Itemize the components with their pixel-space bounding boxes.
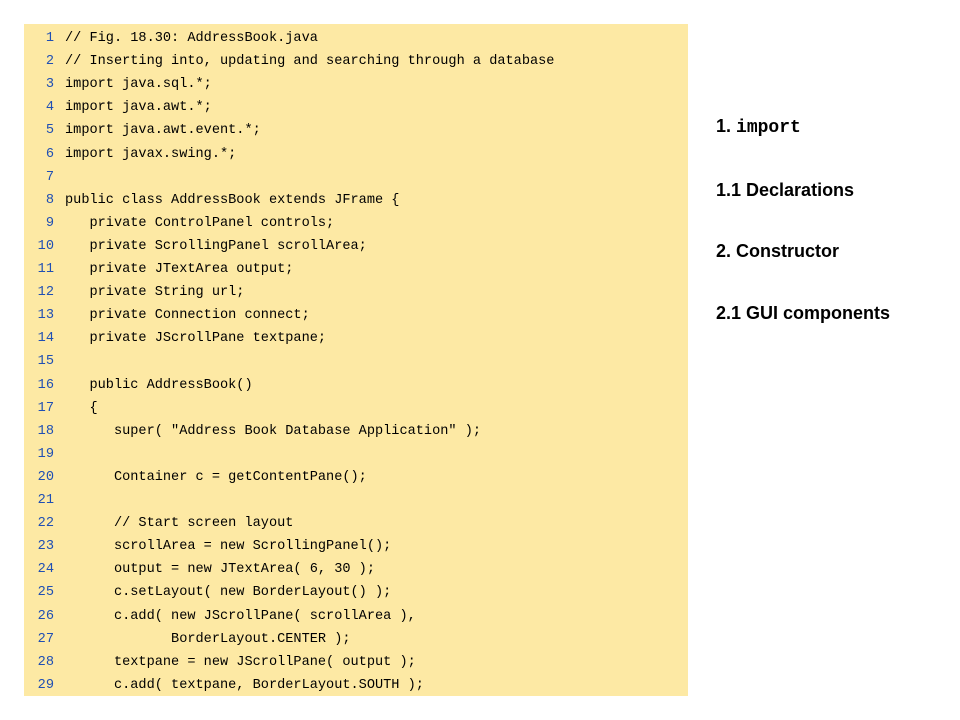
code-line: 3 import java.sql.*; [24,73,688,96]
line-number: 24 [37,562,54,578]
code-line: 28 textpane = new JScrollPane( output ); [24,651,688,674]
code-line: 19 [24,443,688,466]
line-code: Container c = getContentPane(); [65,469,367,485]
line-code: private ScrollingPanel scrollArea; [65,238,367,254]
line-code: private String url; [65,285,245,301]
outline-item-gui-components: 2.1 GUI components [716,303,891,323]
line-number: 16 [37,377,54,393]
line-number: 3 [45,77,54,93]
line-number: 14 [37,331,54,347]
line-number: 4 [45,100,54,116]
line-code: // Inserting into, updating and searchin… [65,54,555,70]
code-line: 2 // Inserting into, updating and searchi… [24,50,688,73]
line-code: import java.sql.*; [65,77,212,93]
code-line: 26 c.add( new JScrollPane( scrollArea ), [24,605,688,628]
line-number: 26 [37,608,54,624]
line-number: 17 [37,400,54,416]
outline-item-constructor: 2. Constructor [716,241,840,261]
line-number: 23 [37,539,54,555]
outline-item-code: import [736,118,801,138]
line-number: 22 [37,516,54,532]
code-line: 7 [24,166,688,189]
outline-item-prefix: 1. [716,116,737,136]
line-number: 21 [37,493,54,508]
code-listing: 1 // Fig. 18.30: AddressBook.java 2 // Inse… [24,24,688,696]
line-number: 27 [37,631,54,647]
code-line: 4 import java.awt.*; [24,96,688,119]
code-line: 24 output = new JTextArea( 6, 30 ); [24,558,688,581]
line-number: 9 [45,215,54,231]
line-code: import java.awt.*; [65,100,212,116]
line-code: c.setLayout( new BorderLayout() ); [65,585,392,601]
code-line: 9 private ControlPanel controls; [24,212,688,235]
code-line: 21 [24,489,688,512]
line-code: import java.awt.event.*; [65,123,261,139]
line-code: c.add( new JScrollPane( scrollArea ), [65,608,416,624]
code-line: 22 // Start screen layout [24,512,688,535]
line-code: private Connection connect; [65,308,310,324]
code-line: 16 public AddressBook() [24,374,688,397]
line-code: public class AddressBook extends JFrame … [65,192,400,208]
code-line: 12 private String url; [24,281,688,304]
line-number: 8 [45,192,54,208]
code-line: 27 BorderLayout.CENTER ); [24,628,688,651]
code-line: 15 [24,350,688,373]
line-number: 13 [37,308,54,324]
code-line: 13 private Connection connect; [24,304,688,327]
line-number: 12 [37,285,54,301]
line-number: 1 [45,31,54,46]
line-code: c.add( textpane, BorderLayout.SOUTH ); [65,677,424,693]
code-line: 18 super( "Address Book Database Applica… [24,420,688,443]
line-number: 6 [45,146,54,162]
line-code: private JTextArea output; [65,262,294,277]
line-number: 2 [45,54,54,70]
line-code: private JScrollPane textpane; [65,331,327,347]
line-code: public AddressBook() [65,377,253,393]
line-code: textpane = new JScrollPane( output ); [65,654,416,670]
line-number: 29 [37,677,54,693]
line-number: 10 [37,238,54,254]
code-line: 8 public class AddressBook extends JFrame… [24,189,688,212]
line-code: super( "Address Book Database Applicatio… [65,423,482,439]
line-code: BorderLayout.CENTER ); [65,631,351,647]
outline-item-declarations: 1.1 Declarations [716,180,855,200]
line-number: 7 [45,169,54,185]
code-line: 23 scrollArea = new ScrollingPanel(); [24,535,688,558]
code-line: 14 private JScrollPane textpane; [24,327,688,350]
code-line: 1 // Fig. 18.30: AddressBook.java [24,27,688,50]
line-code: output = new JTextArea( 6, 30 ); [65,562,375,578]
line-code: private ControlPanel controls; [65,215,335,231]
line-code: { [65,400,98,416]
code-line: 5 import java.awt.event.*; [24,119,688,142]
line-number: 15 [37,354,54,370]
line-number: 25 [37,585,54,601]
line-number: 5 [45,123,54,139]
line-number: 28 [37,654,54,670]
outline-item-import: 1. import [716,116,801,138]
line-number: 11 [37,262,54,277]
code-line: 6 import javax.swing.*; [24,143,688,166]
code-line: 25 c.setLayout( new BorderLayout() ); [24,581,688,604]
code-line: 29 c.add( textpane, BorderLayout.SOUTH )… [24,674,688,697]
code-line: 11 private JTextArea output; [24,258,688,281]
line-code: import javax.swing.*; [65,146,237,162]
line-number: 18 [37,423,54,439]
line-number: 20 [37,469,54,485]
code-line: 10 private ScrollingPanel scrollArea; [24,235,688,258]
code-line: 17 { [24,397,688,420]
line-code: scrollArea = new ScrollingPanel(); [65,539,392,555]
line-code: // Fig. 18.30: AddressBook.java [65,31,318,46]
line-code: // Start screen layout [65,516,294,532]
line-number: 19 [37,446,54,462]
code-line: 20 Container c = getContentPane(); [24,466,688,489]
